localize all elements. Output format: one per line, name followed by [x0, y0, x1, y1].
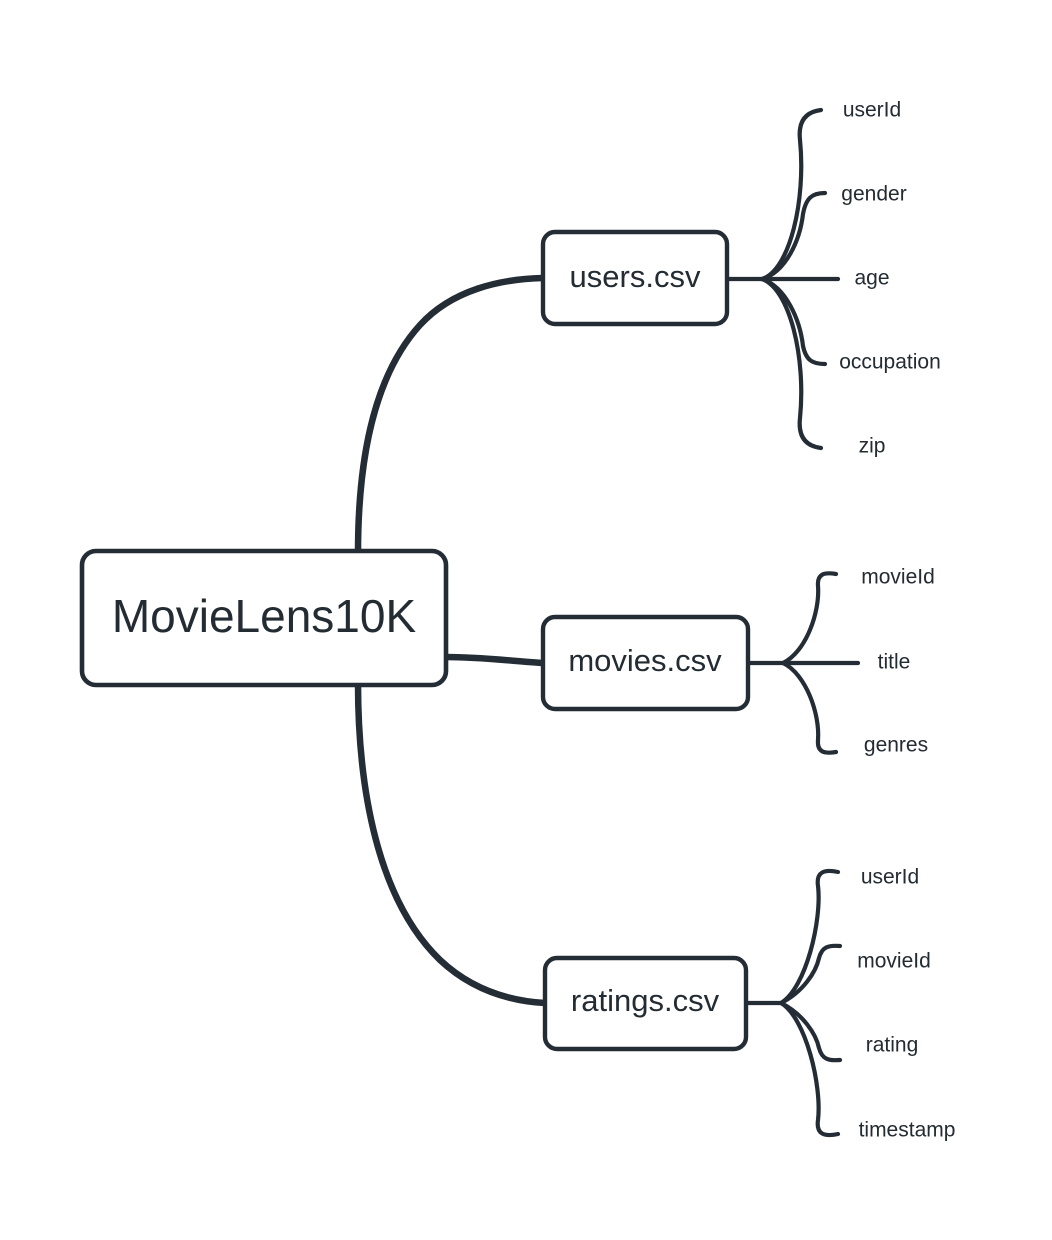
- leaf-movies-movieid: movieId: [861, 566, 935, 589]
- leaf-users-occupation: occupation: [839, 351, 941, 374]
- edge-root-to-movies: [442, 653, 547, 667]
- edge-ratings-to-timestamp: [778, 1000, 841, 1138]
- node-root-box[interactable]: [79, 548, 449, 688]
- branch-ratings: ratings.csv userId movieId rating timest…: [542, 866, 956, 1142]
- node-ratings-label: ratings.csv: [571, 983, 720, 1018]
- branch-movies: movies.csv movieId title genres: [540, 566, 935, 757]
- leaf-users-gender: gender: [841, 183, 906, 206]
- leaf-ratings-movieid: movieId: [857, 950, 931, 973]
- trunk-edges: [354, 274, 549, 1007]
- edge-root-to-ratings: [354, 679, 549, 1007]
- leaf-movies-title: title: [878, 651, 911, 674]
- node-movies-label: movies.csv: [568, 643, 722, 678]
- leaf-ratings-timestamp: timestamp: [859, 1119, 956, 1142]
- edge-users-to-userid: [759, 107, 824, 282]
- edge-movies-to-genres: [780, 660, 839, 755]
- edge-ratings-to-rating: [778, 1000, 843, 1063]
- edge-ratings-to-userid: [778, 868, 841, 1006]
- node-root[interactable]: MovieLens10K: [79, 548, 449, 688]
- node-users-label: users.csv: [570, 259, 701, 294]
- edge-root-to-users: [354, 274, 547, 557]
- branch-users: users.csv userId gender age occupation z…: [540, 99, 941, 458]
- leaf-ratings-rating: rating: [866, 1034, 919, 1057]
- node-root-label: MovieLens10K: [112, 590, 417, 642]
- leaf-users-userid: userId: [843, 99, 901, 122]
- leaf-users-zip: zip: [859, 435, 886, 458]
- leaf-movies-genres: genres: [864, 734, 928, 757]
- node-ratings-box[interactable]: [542, 955, 749, 1052]
- edge-users-to-gender: [759, 190, 828, 282]
- edge-users-to-zip: [759, 276, 824, 451]
- edge-movies-to-movieid: [780, 571, 839, 666]
- node-movies-box[interactable]: [540, 614, 751, 712]
- leaf-users-age: age: [854, 267, 889, 290]
- edge-ratings-to-movieid: [778, 943, 843, 1006]
- leaf-ratings-userid: userId: [861, 866, 919, 889]
- node-users-box[interactable]: [540, 229, 730, 327]
